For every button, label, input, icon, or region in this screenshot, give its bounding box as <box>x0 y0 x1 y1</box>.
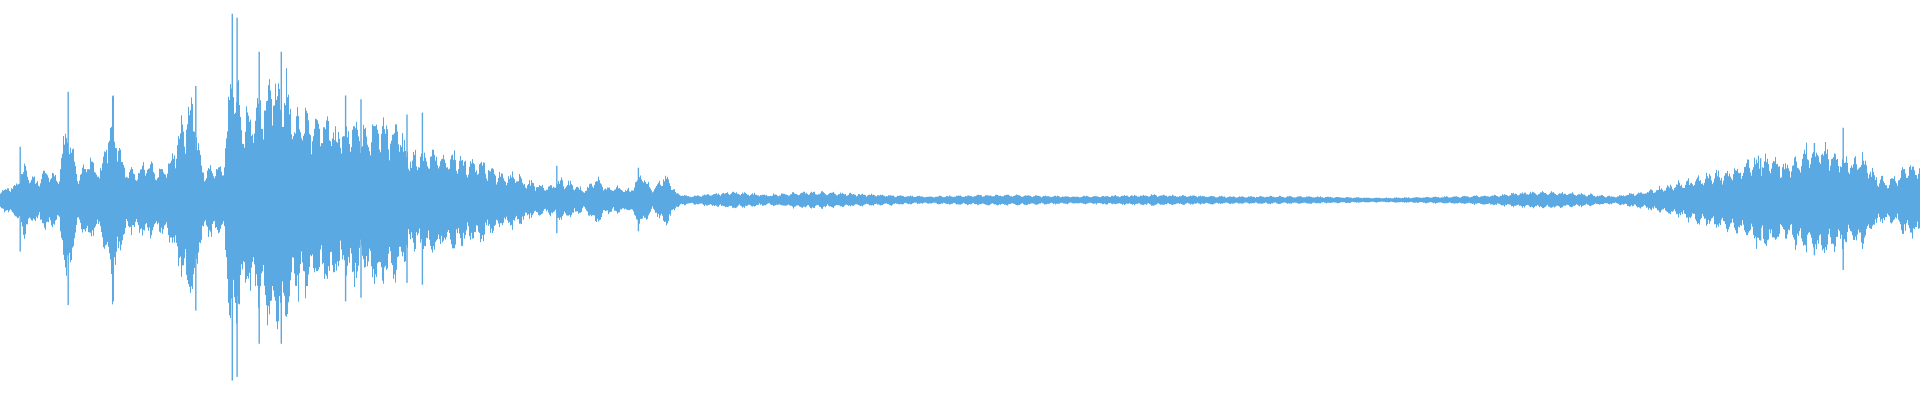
waveform-body <box>0 68 1920 330</box>
waveform-samples <box>0 13 1920 381</box>
